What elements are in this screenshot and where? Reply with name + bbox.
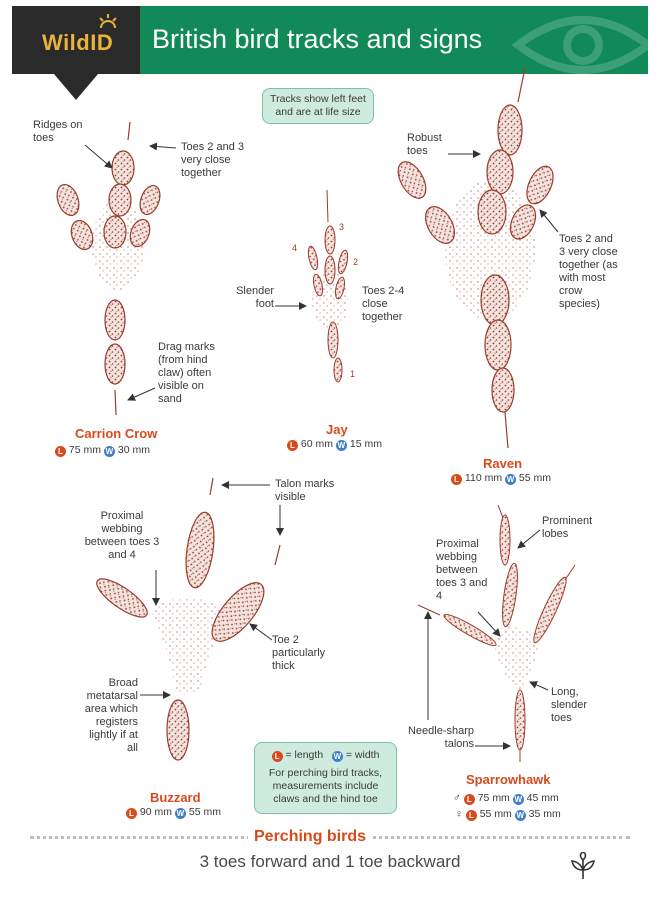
eye-icon	[511, 16, 648, 74]
buzzard-proximal-label: Proximal webbing between toes 3 and 4	[84, 510, 160, 561]
crow-width: 30 mm	[117, 444, 150, 456]
female-symbol: ♀	[455, 808, 463, 820]
buzzard-measurements: L 90 mm W 55 mm	[126, 806, 221, 819]
life-size-note-text: Tracks show left feet and are at life si…	[270, 93, 366, 118]
width-badge-icon: W	[174, 808, 186, 819]
jay-width: 15 mm	[349, 438, 382, 450]
buzzard-broad-label: Broad metatarsal area which registers li…	[84, 677, 138, 754]
legend-width-label: = width	[345, 749, 380, 761]
sparrowhawk-lobes-label: Prominent lobes	[542, 515, 593, 540]
buzzard-length: 90 mm	[139, 806, 173, 818]
jay-slender-label: Slender foot	[236, 285, 274, 310]
footer-category: Perching birds	[248, 828, 373, 846]
width-badge-icon: W	[335, 440, 347, 451]
logo-text: WildID	[42, 30, 114, 55]
carrion-crow-name: Carrion Crow	[75, 426, 158, 441]
sparrowhawk-male-measurements: ♂ L 75 mm W 45 mm	[453, 792, 559, 805]
logo[interactable]: WildID	[12, 6, 140, 74]
sparrowhawk-female-width: 35 mm	[528, 808, 561, 820]
jay-toe-1: 1	[350, 369, 356, 379]
jay-toe-3: 3	[339, 222, 345, 232]
jay-track	[307, 189, 349, 383]
sparrowhawk-female-length: 55 mm	[479, 808, 512, 820]
legend-note: For perching bird tracks, measurements i…	[268, 767, 383, 805]
logo-pointer	[54, 74, 98, 100]
buzzard-track	[96, 477, 281, 761]
crow-length: 75 mm	[68, 444, 102, 456]
sparrowhawk-name: Sparrowhawk	[466, 772, 551, 787]
carrion-crow-measurements: L 75 mm W 30 mm	[55, 444, 150, 457]
raven-name: Raven	[483, 456, 523, 471]
length-badge-icon: L	[287, 440, 298, 451]
male-symbol: ♂	[453, 792, 461, 804]
length-badge-icon: L	[271, 751, 283, 762]
raven-toes-label: Toes 2 and 3 very close together (as wit…	[559, 233, 618, 310]
crow-ridges-label: Ridges on toes	[33, 119, 83, 144]
buzzard-width: 55 mm	[188, 806, 221, 818]
title-bar: British bird tracks and signs	[140, 6, 648, 74]
page-title: British bird tracks and signs	[152, 24, 483, 54]
buzzard-name: Buzzard	[150, 790, 201, 805]
header: WildID British bird tracks and signs	[12, 6, 648, 100]
annotation-arrows	[84, 142, 559, 750]
sparrowhawk-male-width: 45 mm	[526, 792, 559, 804]
sparrowhawk-proximal-label: Proximal webbing between toes 3 and 4	[436, 538, 488, 602]
raven-width: 55 mm	[518, 472, 552, 484]
raven-track	[397, 67, 554, 449]
leaf-icon	[570, 852, 596, 879]
raven-measurements: L 110 mm W 55 mm	[451, 472, 551, 485]
legend-length-label: = length	[285, 749, 324, 761]
jay-name: Jay	[326, 422, 348, 437]
carrion-crow-track	[56, 121, 161, 416]
sun-icon	[99, 14, 117, 29]
jay-toe-4: 4	[292, 243, 298, 253]
crow-toes-label: Toes 2 and 3 very close together	[181, 141, 244, 179]
jay-toe-2: 2	[353, 257, 359, 267]
measurement-legend: L = length W = width For perching bird t…	[254, 742, 397, 814]
crow-drag-label: Drag marks (from hind claw) often visibl…	[158, 341, 215, 405]
length-badge-icon: L	[126, 808, 137, 819]
width-badge-icon: W	[331, 751, 343, 762]
length-badge-icon: L	[465, 810, 477, 821]
raven-length: 110 mm	[464, 472, 503, 484]
length-badge-icon: L	[55, 446, 66, 457]
width-badge-icon: W	[512, 794, 524, 805]
jay-measurements: L 60 mm W 15 mm	[287, 438, 382, 451]
raven-robust-label: Robust toes	[407, 132, 442, 157]
width-badge-icon: W	[103, 446, 115, 457]
sparrowhawk-male-length: 75 mm	[477, 792, 510, 804]
buzzard-talon-label: Talon marks visible	[275, 478, 335, 503]
length-badge-icon: L	[451, 474, 462, 485]
buzzard-toe2-label: Toe 2 particularly thick	[272, 634, 326, 672]
life-size-note: Tracks show left feet and are at life si…	[262, 88, 374, 124]
legend-key-row: L = length W = width	[259, 749, 392, 762]
width-badge-icon: W	[514, 810, 526, 821]
footer-subtitle: 3 toes forward and 1 toe backward	[199, 852, 461, 871]
jay-length: 60 mm	[300, 438, 334, 450]
jay-toes-label: Toes 2-4 close together	[362, 285, 405, 323]
sparrowhawk-female-measurements: ♀ L 55 mm W 35 mm	[455, 808, 561, 821]
sparrowhawk-track	[417, 504, 576, 762]
width-badge-icon: W	[505, 474, 516, 485]
sparrowhawk-needle-label: Needle-sharp talons	[407, 725, 474, 750]
sparrowhawk-long-label: Long, slender toes	[551, 686, 588, 724]
length-badge-icon: L	[463, 794, 475, 805]
